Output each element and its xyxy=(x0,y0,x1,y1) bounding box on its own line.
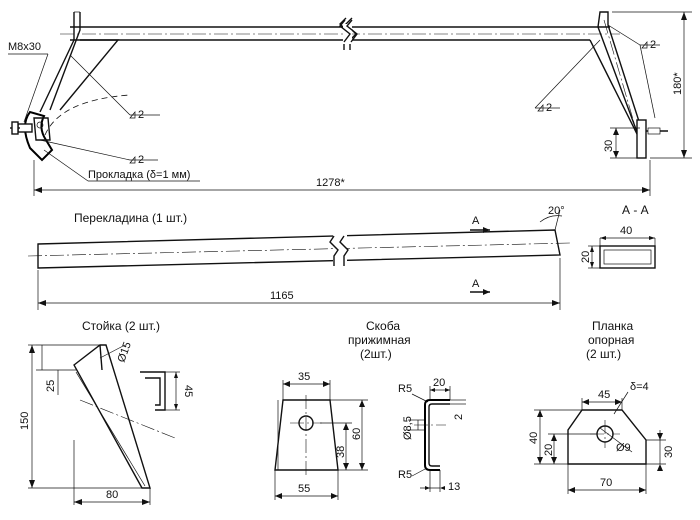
assembly-view: 2 2 2 2 M8x30 Прокладка (δ=1 мм) 1278* xyxy=(8,11,692,196)
plate-view: Планка опорная (2 шт.) δ=4 Ø9 45 70 40 xyxy=(528,319,675,494)
crossbar-length-dimension: 1165 xyxy=(270,290,294,302)
plate-top-width: 45 xyxy=(598,389,610,401)
section-height: 20 xyxy=(580,251,592,263)
clamp-radius-bottom: R5 xyxy=(398,469,412,481)
weld-triangle-icon xyxy=(537,104,544,112)
section-title: А - А xyxy=(622,203,649,217)
clamp-flange-bottom: 13 xyxy=(448,481,460,493)
plate-hole-dia: Ø9 xyxy=(616,442,631,454)
gasket-label: Прокладка (δ=1 мм) xyxy=(88,169,190,181)
post-view: Стойка (2 шт.) Ø15 45 25 150 80 xyxy=(19,319,194,505)
weld-leader-left-upper xyxy=(69,54,131,116)
crossbar-view: Перекладина (1 шт.) А А 20° 1165 А - А 4… xyxy=(27,203,656,310)
clamp-title-2: прижимная xyxy=(348,333,411,347)
plate-height: 40 xyxy=(528,432,540,444)
height-dimension: 180* xyxy=(672,72,684,95)
clamp-height: 60 xyxy=(351,428,363,440)
clamp-top-width: 35 xyxy=(298,371,310,383)
plate-thickness: δ=4 xyxy=(630,381,649,393)
post-title: Стойка (2 шт.) xyxy=(82,319,160,333)
crossbar-title: Перекладина (1 шт.) xyxy=(74,211,187,225)
clamp-flange-top: 20 xyxy=(433,377,445,389)
weld-triangle-icon xyxy=(129,111,136,119)
weld-triangle-icon xyxy=(641,41,648,49)
angle-label: 20° xyxy=(548,205,565,217)
clamp-view: Скоба прижимная (2шт.) 35 55 60 38 xyxy=(274,319,466,500)
clamp-radius-top: R5 xyxy=(398,383,412,395)
plate-bottom-width: 70 xyxy=(600,477,612,489)
weld-label-left-upper: 2 xyxy=(138,109,144,121)
section-width: 40 xyxy=(620,225,632,237)
plate-right-height: 30 xyxy=(663,446,675,458)
post-width-dim: 80 xyxy=(106,489,118,501)
post-hole-dim: Ø15 xyxy=(116,340,134,364)
section-mark-top: А xyxy=(472,215,480,227)
foot-dimension: 30 xyxy=(603,140,615,152)
plate-title-3: (2 шт.) xyxy=(586,347,621,361)
post-side-dim: 45 xyxy=(182,385,194,397)
clamp-title-1: Скоба xyxy=(366,319,400,333)
plate-hole-height: 20 xyxy=(543,444,555,456)
section-mark-bottom: А xyxy=(472,278,480,290)
post-height-dim: 150 xyxy=(19,412,31,430)
weld-label-right-upper: 2 xyxy=(650,39,656,51)
clamp-bottom-width: 55 xyxy=(298,483,310,495)
plate-title-1: Планка xyxy=(592,319,633,333)
weld-triangle-icon xyxy=(129,156,136,164)
bolt-label: M8x30 xyxy=(8,41,41,53)
clamp-thickness: 2 xyxy=(453,414,465,420)
clamp-title-3: (2шт.) xyxy=(360,347,392,361)
width-dimension: 1278* xyxy=(316,177,345,189)
clamp-hole-height: 38 xyxy=(335,446,347,458)
weld-label-left-lower: 2 xyxy=(138,154,144,166)
plate-title-2: опорная xyxy=(588,333,634,347)
clamp-hole-dia: Ø8,5 xyxy=(402,416,414,440)
weld-label-right-mid: 2 xyxy=(546,102,552,114)
post-upper-dim: 25 xyxy=(45,380,57,392)
